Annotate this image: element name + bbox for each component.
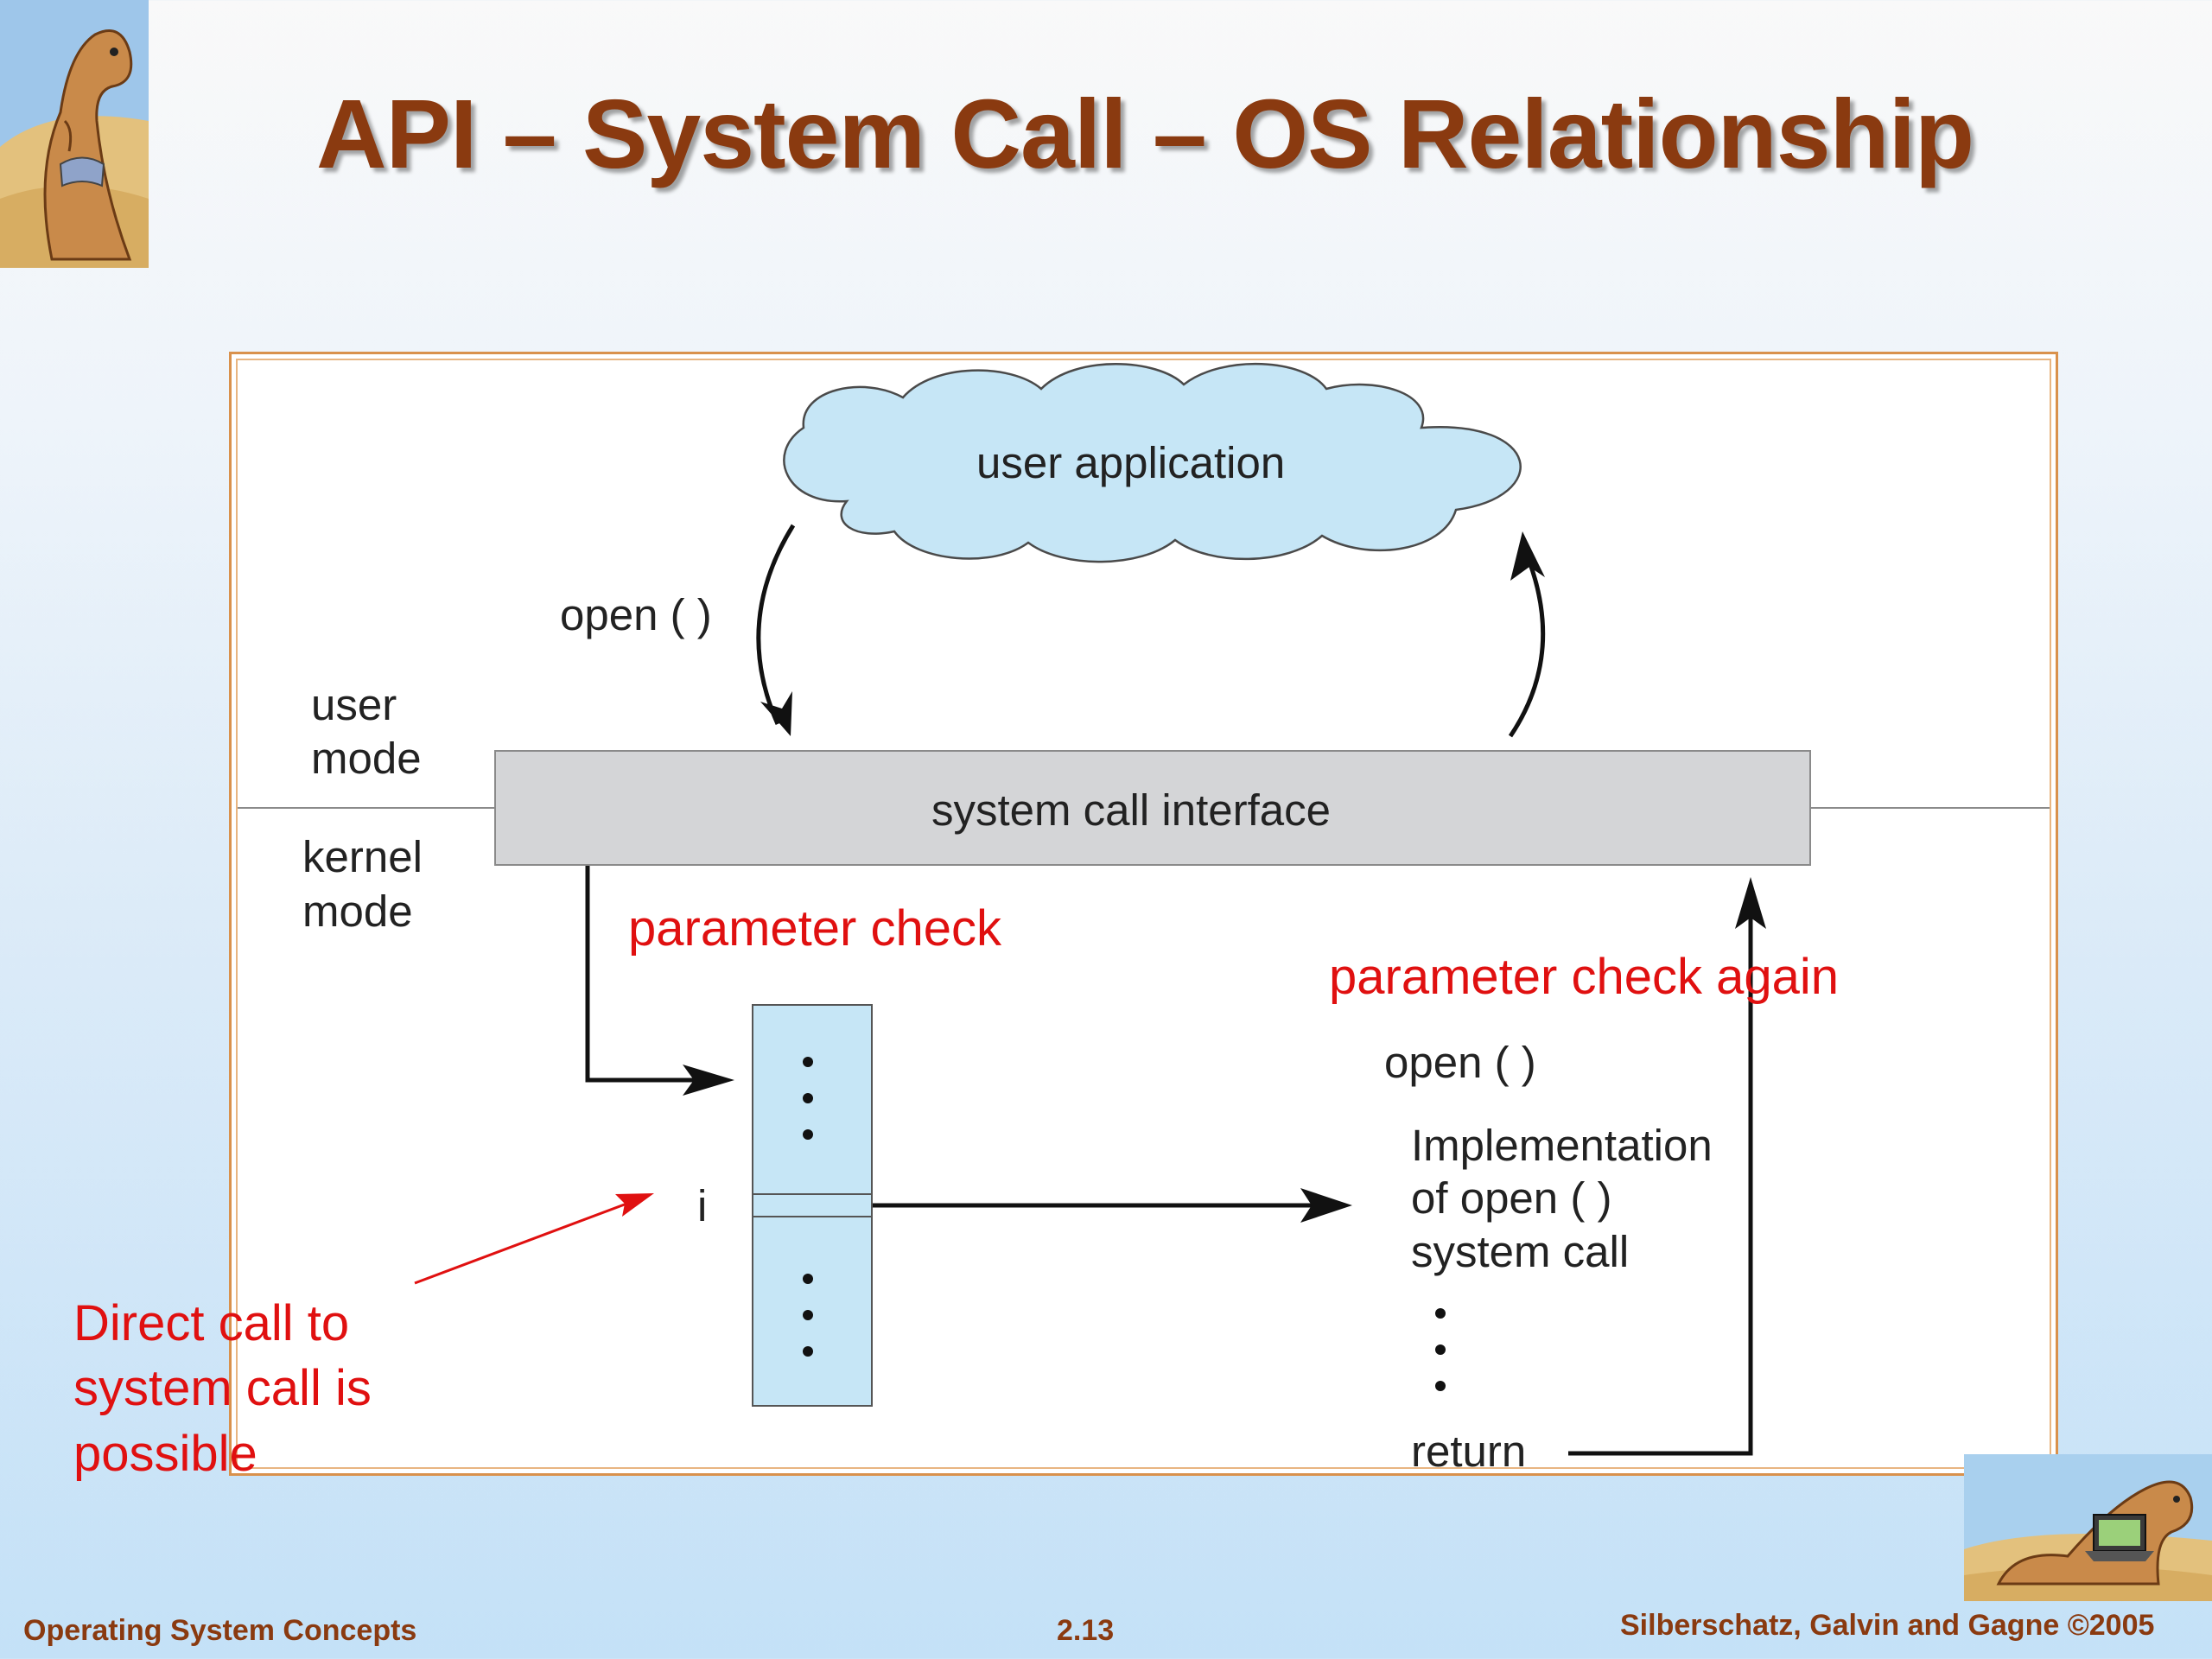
ellipsis-dot xyxy=(803,1093,813,1103)
annotation-line-2: system call is xyxy=(73,1360,372,1416)
system-call-interface-label: system call interface xyxy=(931,785,1331,835)
footer-page-number: 2.13 xyxy=(1057,1614,1115,1647)
implementation-line-1: Implementation xyxy=(1411,1121,1713,1170)
annotation-line-3: possible xyxy=(73,1426,257,1482)
parameter-check-label: parameter check xyxy=(628,900,1001,957)
implementation-line-3: system call xyxy=(1411,1227,1630,1276)
cloud-label: user application xyxy=(976,438,1286,487)
ellipsis-dot xyxy=(1435,1344,1446,1355)
implementation-open-label: open ( ) xyxy=(1384,1038,1536,1087)
user-application-cloud xyxy=(783,363,1522,563)
dinosaur-reading-icon xyxy=(0,0,149,268)
ellipsis-dot xyxy=(803,1346,813,1357)
slide-title: API – System Call – OS Relationship xyxy=(315,79,1974,188)
ellipsis-dot xyxy=(1435,1308,1446,1319)
open-call-label: open ( ) xyxy=(560,590,712,639)
table-row-i xyxy=(752,1193,873,1217)
mode-divider-left xyxy=(238,807,495,809)
footer-copyright: Silberschatz, Galvin and Gagne ©2005 xyxy=(1620,1609,2155,1642)
dinosaur-laptop-icon xyxy=(1964,1454,2212,1601)
system-call-interface-box xyxy=(494,750,1811,866)
direct-call-arrow xyxy=(414,1201,630,1285)
return-label: return xyxy=(1411,1427,1527,1476)
parameter-check-arrow xyxy=(585,866,704,1083)
return-path-arrow xyxy=(1568,912,1753,1456)
ellipsis-dot xyxy=(803,1274,813,1284)
footer-course-title: Operating System Concepts xyxy=(23,1614,417,1647)
kernel-mode-line-2: mode xyxy=(302,887,413,936)
kernel-mode-line-1: kernel xyxy=(302,832,423,881)
ellipsis-dot xyxy=(803,1129,813,1140)
parameter-check-again-label: parameter check again xyxy=(1329,949,1839,1005)
table-index-label: i xyxy=(697,1181,708,1230)
return-to-app-arrow xyxy=(1508,561,1546,738)
mode-divider-right xyxy=(1810,807,2050,809)
open-call-arrow xyxy=(756,524,796,726)
annotation-line-1: Direct call to xyxy=(73,1295,350,1351)
ellipsis-dot xyxy=(803,1310,813,1320)
ellipsis-dot xyxy=(1435,1381,1446,1391)
user-mode-line-2: mode xyxy=(311,734,422,783)
user-mode-line-1: user xyxy=(311,680,397,729)
implementation-line-2: of open ( ) xyxy=(1411,1173,1612,1223)
ellipsis-dot xyxy=(803,1057,813,1067)
system-call-table xyxy=(752,1004,873,1407)
